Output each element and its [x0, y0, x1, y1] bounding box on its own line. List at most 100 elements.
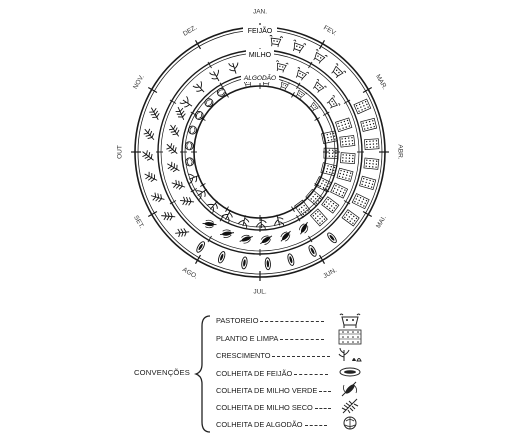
ring-tick	[169, 99, 177, 104]
planting-icon	[323, 147, 339, 159]
growth-icon	[192, 81, 205, 93]
ring-tick	[291, 206, 295, 212]
planting-icon	[340, 152, 356, 164]
cotton-icon	[194, 110, 204, 120]
dry-corn-icon	[150, 192, 165, 203]
ring-tick	[343, 200, 351, 205]
month-tick	[318, 39, 326, 50]
legend-item-label: CRESCIMENTO	[216, 351, 271, 360]
ring-tick	[322, 188, 330, 193]
green-corn-icon	[341, 381, 358, 397]
ring-circle	[181, 73, 339, 231]
ring-tick	[190, 111, 198, 116]
month-label: ABR.	[396, 144, 403, 159]
ring-tick	[219, 82, 224, 90]
legend-item-pastoreio: PASTOREIO	[216, 316, 325, 325]
leader-line	[280, 339, 325, 340]
green-corn-icon	[220, 229, 235, 238]
bean-icon	[287, 253, 295, 266]
legend: CONVENÇÕES PASTOREIO PLANTIO E LIMPA CRE…	[130, 312, 530, 436]
planting-icon	[341, 209, 360, 227]
leader-line	[314, 408, 331, 409]
cow-icon	[295, 67, 309, 81]
planting-icon	[336, 167, 354, 182]
month-tick	[362, 86, 373, 94]
ring-tick	[291, 92, 295, 98]
planting-icon	[353, 98, 372, 115]
green-corn-icon	[260, 235, 273, 245]
dry-corn-icon	[142, 150, 154, 161]
cow-icon	[276, 60, 289, 73]
leader-line	[304, 425, 327, 426]
cotton-icon	[204, 98, 214, 108]
bean-icon	[264, 257, 271, 271]
dry-corn-icon	[161, 211, 176, 221]
cotton-icon	[184, 141, 194, 151]
growth-icon	[255, 216, 267, 229]
ring-circle	[193, 85, 327, 219]
planting-icon	[339, 135, 356, 148]
bean-icon	[308, 245, 317, 257]
cow-icon	[313, 49, 328, 64]
dry-corn-icon	[143, 128, 155, 141]
dry-corn-icon	[144, 171, 158, 183]
ring-label-feijao: FEIJÃO	[248, 26, 273, 35]
green-corn-icon	[299, 221, 309, 235]
cow-icon	[296, 87, 307, 99]
month-label: JAN.	[253, 9, 267, 16]
growth-icon	[209, 69, 220, 82]
growth-icon	[237, 215, 250, 229]
ring-tick	[200, 183, 206, 187]
growth-icon	[274, 214, 285, 226]
cow-icon	[280, 79, 291, 91]
legend-item-label: COLHEITA DE MILHO VERDE	[216, 386, 318, 395]
leader-line	[260, 321, 325, 322]
planting-icon	[363, 157, 380, 170]
dry-corn-icon	[171, 179, 186, 190]
activity-icons	[142, 34, 380, 271]
month-label: FEV.	[322, 24, 338, 37]
legend-item-label: COLHEITA DE MILHO SECO	[216, 403, 313, 412]
month-label: JUL.	[253, 289, 267, 296]
month-tick	[194, 39, 202, 50]
cow-icon	[293, 39, 307, 54]
cow-icon	[269, 34, 283, 48]
cow-icon	[309, 100, 321, 112]
ring-tick	[308, 235, 313, 243]
cow-icon	[331, 63, 346, 78]
dry-corn-icon	[167, 161, 180, 173]
ring-tick	[207, 61, 212, 69]
planting-icon	[294, 199, 312, 218]
growth-icon	[221, 209, 233, 223]
month-ticks	[131, 23, 389, 281]
month-tick	[194, 254, 202, 265]
ring-circle	[134, 26, 386, 278]
bean-icon	[196, 241, 205, 253]
bean-icon	[339, 367, 361, 377]
leader-line	[319, 391, 332, 392]
leader-line	[294, 374, 329, 375]
planting-icon	[321, 130, 338, 144]
ring-circle	[160, 52, 360, 252]
ring-tick	[314, 117, 320, 121]
bean-icon	[241, 256, 248, 270]
month-tick	[362, 210, 373, 218]
cotton-icon	[343, 416, 357, 430]
month-label: MAR.	[374, 73, 388, 91]
ring-labels: FEIJÃO MILHO ALGODÃO	[241, 25, 279, 82]
dry-corn-icon	[149, 107, 160, 120]
dry-corn-icon	[180, 196, 195, 206]
cow-icon	[339, 313, 361, 328]
legend-item-label: COLHEITA DE ALGODÃO	[216, 420, 303, 429]
growth-icon	[188, 173, 200, 184]
cow-icon	[326, 95, 341, 109]
month-tick	[147, 210, 158, 218]
dry-corn-icon	[175, 228, 190, 238]
calendar-rings	[134, 26, 386, 278]
ring-tick	[296, 82, 301, 90]
growth-icon	[228, 62, 239, 74]
planting-icon	[335, 117, 353, 133]
planting-icon	[338, 329, 362, 345]
ring-tick	[200, 117, 206, 121]
planting-icon	[351, 193, 370, 210]
